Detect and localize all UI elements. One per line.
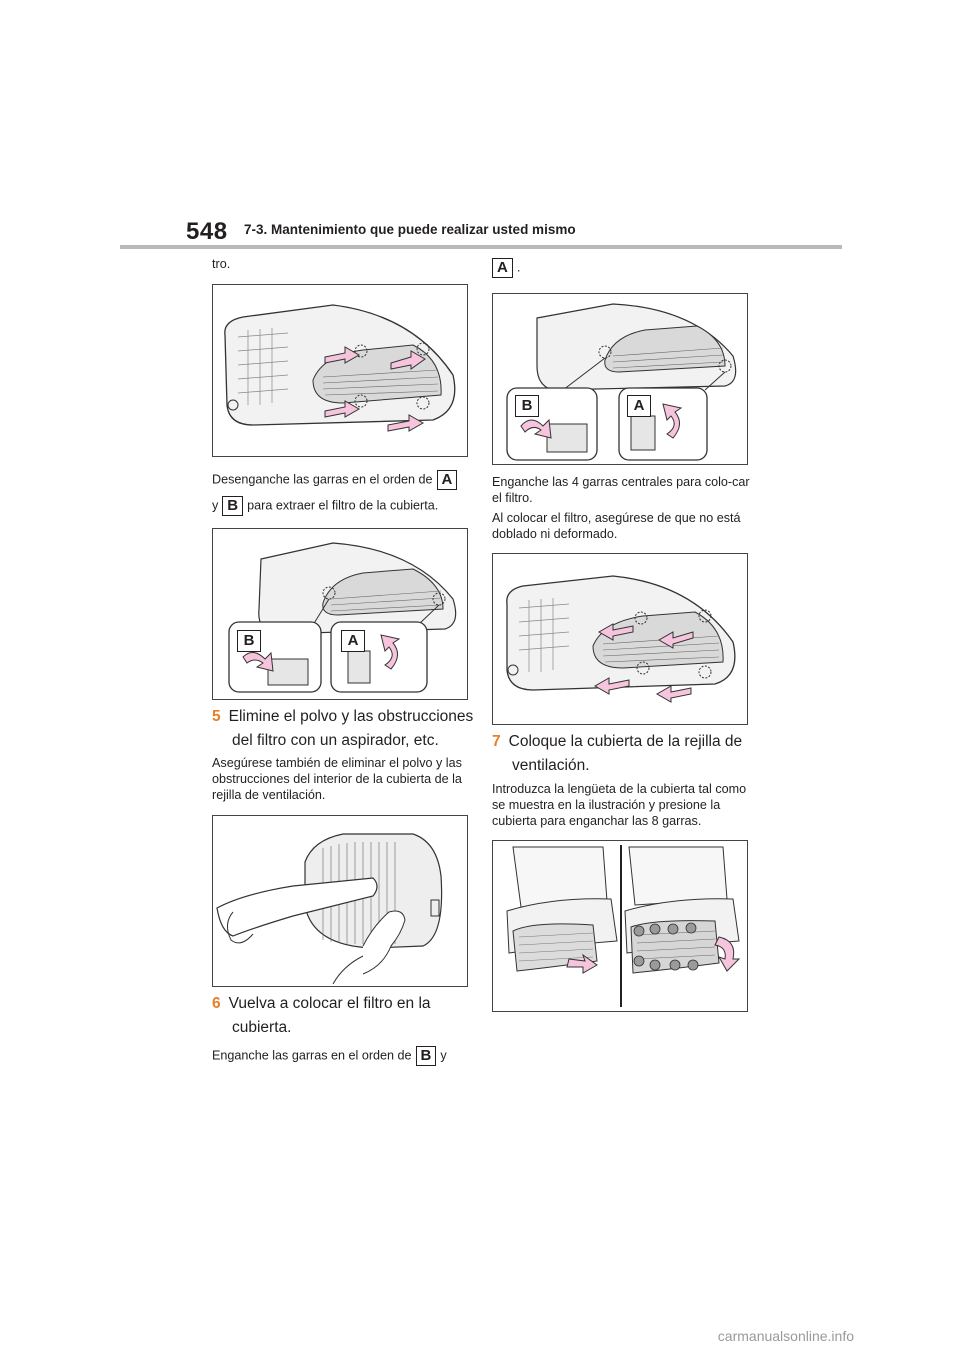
right-label-a-box: A <box>492 258 513 278</box>
right-caption-2: Al colocar el filtro, asegúrese de que n… <box>492 511 741 541</box>
step-7-line-2: ventilación. <box>512 757 590 774</box>
callout-a: A <box>341 630 365 652</box>
step-6-label-b-box: B <box>415 1046 437 1066</box>
right-intro: A. <box>492 258 520 278</box>
step-7-number: 7 <box>492 733 501 750</box>
step-6-detail-text-2: y <box>440 1048 447 1063</box>
section-title: 7-3. Mantenimiento que puede realizar us… <box>244 222 576 237</box>
caption-remove-text-2: y <box>212 498 219 513</box>
label-b-box: B <box>222 496 244 516</box>
callout-b: B <box>237 630 261 652</box>
step-6-line-2: cubierta. <box>232 1019 292 1036</box>
step-5: 5 Elimine el polvo y las obstrucciones de… <box>212 705 482 753</box>
right-label-a-suffix: . <box>516 260 521 275</box>
watermark: carmanualsonline.info <box>717 1328 854 1344</box>
page-number: 548 <box>186 218 228 245</box>
step-6-line-1: Vuelva a colocar el filtro en la <box>228 995 431 1012</box>
right-callout-a: A <box>627 395 651 417</box>
label-a-box: A <box>436 470 458 490</box>
step-6-detail-text-1: Enganche las garras en el orden de <box>212 1048 412 1063</box>
figure-remove-filter <box>212 284 468 457</box>
step-7-line-1: Coloque la cubierta de la rejilla de <box>508 733 743 750</box>
step-6-number: 6 <box>212 995 221 1012</box>
right-callout-b: B <box>515 395 539 417</box>
figure-claws-detail: B A <box>212 528 468 700</box>
intro-text: tro. <box>212 257 231 271</box>
step-7: 7 Coloque la cubierta de la rejilla de ve… <box>492 730 762 778</box>
step-7-detail: Introduzca la lengüeta de la cubierta ta… <box>492 782 747 828</box>
caption-remove-text-1: Desenganche las garras en el orden de <box>212 472 433 487</box>
right-caption-1: Enganche las 4 garras centrales para col… <box>492 475 750 505</box>
step-5-detail: Asegúrese también de eliminar el polvo y… <box>212 756 462 802</box>
figure-install-filter <box>492 553 748 725</box>
step-5-line-1: Elimine el polvo y las obstrucciones <box>228 708 474 725</box>
step-5-number: 5 <box>212 708 221 725</box>
step-5-line-2: del filtro con un aspirador, etc. <box>232 732 439 749</box>
header-divider <box>120 245 842 249</box>
figure-install-claws: B A <box>492 293 748 465</box>
figure-seat-vent-cover <box>492 840 748 1012</box>
caption-remove-text-3: para extraer el filtro de la cubierta. <box>247 498 439 513</box>
figure-vacuum <box>212 815 468 987</box>
step-6: 6 Vuelva a colocar el filtro en la cubier… <box>212 992 482 1040</box>
